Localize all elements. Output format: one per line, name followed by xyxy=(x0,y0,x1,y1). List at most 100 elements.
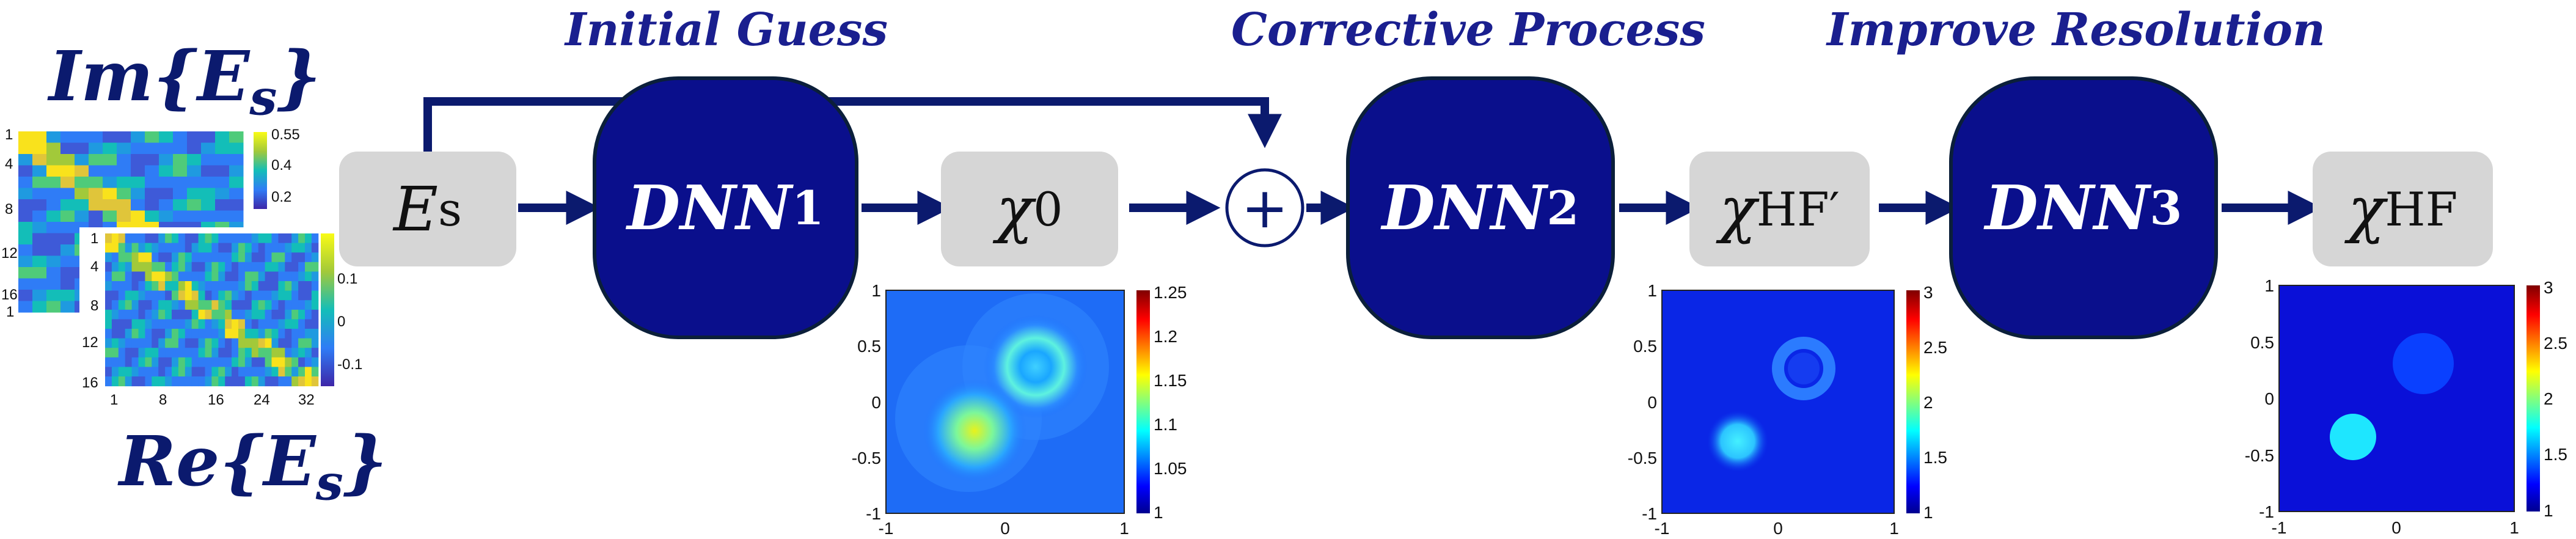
re-heatmap: 0.1 0 -0.1 1 4 8 12 16 1 8 16 24 32 xyxy=(79,227,362,411)
dnn2-sub: 2 xyxy=(1546,180,1579,235)
chihfp-chi: χ xyxy=(1719,173,1757,245)
heatmap-cell xyxy=(258,290,266,301)
heatmap-cell xyxy=(205,309,212,320)
heatmap-cell xyxy=(185,329,192,339)
heatmap-cell xyxy=(138,348,145,358)
heatmap-cell xyxy=(125,243,133,253)
heatmap-cell xyxy=(185,367,192,377)
heatmap-cell xyxy=(118,271,126,282)
heatmap-cell xyxy=(172,271,179,282)
heatmap-cell xyxy=(125,233,133,244)
heatmap-cell xyxy=(285,367,292,377)
chihf-cbar-tick-2: 2 xyxy=(2544,389,2553,408)
heatmap-cell xyxy=(238,262,246,272)
heatmap-cell xyxy=(32,199,47,211)
heatmap-cell xyxy=(105,376,112,387)
heatmap-cell xyxy=(198,348,205,358)
heatmap-cell xyxy=(178,309,186,320)
heatmap-cell xyxy=(251,376,259,387)
heatmap-cell xyxy=(131,165,145,177)
heatmap-cell xyxy=(218,367,225,377)
heatmap-cell xyxy=(145,165,159,177)
heatmap-cell xyxy=(198,243,205,253)
heatmap-cell xyxy=(258,357,266,367)
heatmap-cell xyxy=(178,348,186,358)
heatmap-cell xyxy=(191,367,199,377)
heatmap-cell xyxy=(118,262,126,272)
heatmap-cell xyxy=(32,267,47,279)
heatmap-cell xyxy=(238,290,246,301)
heatmap-cell xyxy=(138,329,145,339)
heatmap-cell xyxy=(244,290,252,301)
heatmap-cell xyxy=(225,309,232,320)
heatmap-cell xyxy=(225,252,232,263)
heatmap-cell xyxy=(211,271,219,282)
heatmap-cell xyxy=(60,154,75,166)
heatmap-cell xyxy=(165,300,172,310)
sum-node xyxy=(1225,168,1304,248)
heatmap-cell xyxy=(131,376,139,387)
heatmap-cell xyxy=(46,233,61,245)
heatmap-cell xyxy=(265,281,272,292)
heatmap-cell xyxy=(191,300,199,310)
heatmap-cell xyxy=(32,278,47,290)
heatmap-cell xyxy=(145,367,152,377)
heatmap-cell xyxy=(165,319,172,329)
heatmap-cell xyxy=(125,329,133,339)
heatmap-cell xyxy=(111,338,119,348)
chi0-colorbar xyxy=(1136,290,1150,513)
heatmap-cell xyxy=(265,338,272,348)
heatmap-cell xyxy=(138,338,145,348)
heatmap-cell xyxy=(152,243,159,253)
heatmap-cell xyxy=(271,262,279,272)
heatmap-cell xyxy=(218,348,225,358)
heatmap-cell xyxy=(159,177,174,188)
heatmap-cell xyxy=(178,262,186,272)
heatmap-cell xyxy=(218,309,225,320)
heatmap-cell xyxy=(244,338,252,348)
heatmap-cell xyxy=(18,222,33,233)
heatmap-cell xyxy=(178,338,186,348)
heatmap-cell xyxy=(103,199,117,211)
heatmap-cell xyxy=(103,177,117,188)
heatmap-cell xyxy=(172,309,179,320)
heatmap-cell xyxy=(311,281,319,292)
heatmap-cell xyxy=(165,243,172,253)
heatmap-cell xyxy=(152,290,159,301)
heatmap-cell xyxy=(191,243,199,253)
heatmap-cell xyxy=(185,376,192,387)
heatmap-cell xyxy=(251,271,259,282)
heatmap-cell xyxy=(32,255,47,268)
heatmap-cell xyxy=(172,252,179,263)
chi0-y-tick-1: 0.5 xyxy=(857,337,881,356)
heatmap-cell xyxy=(158,252,166,263)
heatmap-cell xyxy=(238,309,246,320)
im-y-tick-0: 1 xyxy=(5,127,13,143)
re-y-tick-4: 16 xyxy=(82,375,98,391)
heatmap-cell xyxy=(298,300,306,310)
chihf-x-tick-1: 0 xyxy=(2391,518,2401,537)
heatmap-cell xyxy=(191,281,199,292)
heatmap-cell xyxy=(111,357,119,367)
chihf-colorbar xyxy=(2527,285,2540,512)
heatmap-cell xyxy=(173,199,188,211)
heatmap-cell xyxy=(278,290,285,301)
heatmap-cell xyxy=(311,309,319,320)
chi0-sub: 0 xyxy=(1033,182,1063,237)
heatmap-cell xyxy=(251,338,259,348)
heatmap-cell xyxy=(298,329,306,339)
heatmap-cell xyxy=(118,233,126,244)
heatmap-cell xyxy=(131,131,145,143)
heatmap-cell xyxy=(291,329,299,339)
heatmap-cell xyxy=(185,309,192,320)
heatmap-cell xyxy=(205,281,212,292)
heatmap-cell xyxy=(152,319,159,329)
heatmap-cell xyxy=(60,177,75,188)
heatmap-cell xyxy=(18,267,33,279)
heatmap-cell xyxy=(165,252,172,263)
heatmap-cell xyxy=(138,281,145,292)
skip-connection-arrow xyxy=(423,97,1282,153)
heatmap-cell xyxy=(232,376,239,387)
heatmap-cell xyxy=(291,300,299,310)
